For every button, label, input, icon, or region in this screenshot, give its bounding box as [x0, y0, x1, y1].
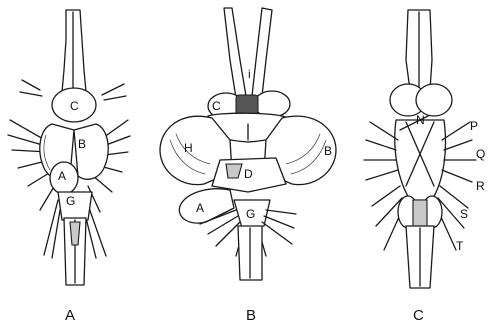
panel-a-label-c: C [70, 99, 79, 113]
panel-b-label-g: G [246, 207, 255, 221]
panel-b-label-h: H [184, 141, 193, 155]
panel-c-label-t: T [456, 239, 464, 253]
panel-c-caption: C [413, 307, 424, 324]
panel-b-label-d: D [244, 167, 253, 181]
panel-c-label-q: Q [476, 147, 485, 161]
panel-c-label-p: P [470, 119, 478, 133]
panel-c-label-s: S [460, 207, 468, 221]
panel-b-caption: B [246, 307, 256, 324]
panel-a-label-a: A [58, 169, 66, 183]
panel-a-label-b: B [78, 137, 86, 151]
panel-a-caption: A [65, 307, 75, 324]
panel-b-label-c: C [212, 99, 221, 113]
panel-b-label-b: B [324, 144, 332, 158]
panel-b-label-a: A [196, 201, 204, 215]
panel-a-drawing [8, 10, 130, 285]
panel-b-label-i: i [248, 67, 251, 81]
panel-c-label-n: N [416, 113, 425, 127]
panel-c-label-r: R [476, 179, 485, 193]
panel-a-label-g: G [66, 194, 75, 208]
